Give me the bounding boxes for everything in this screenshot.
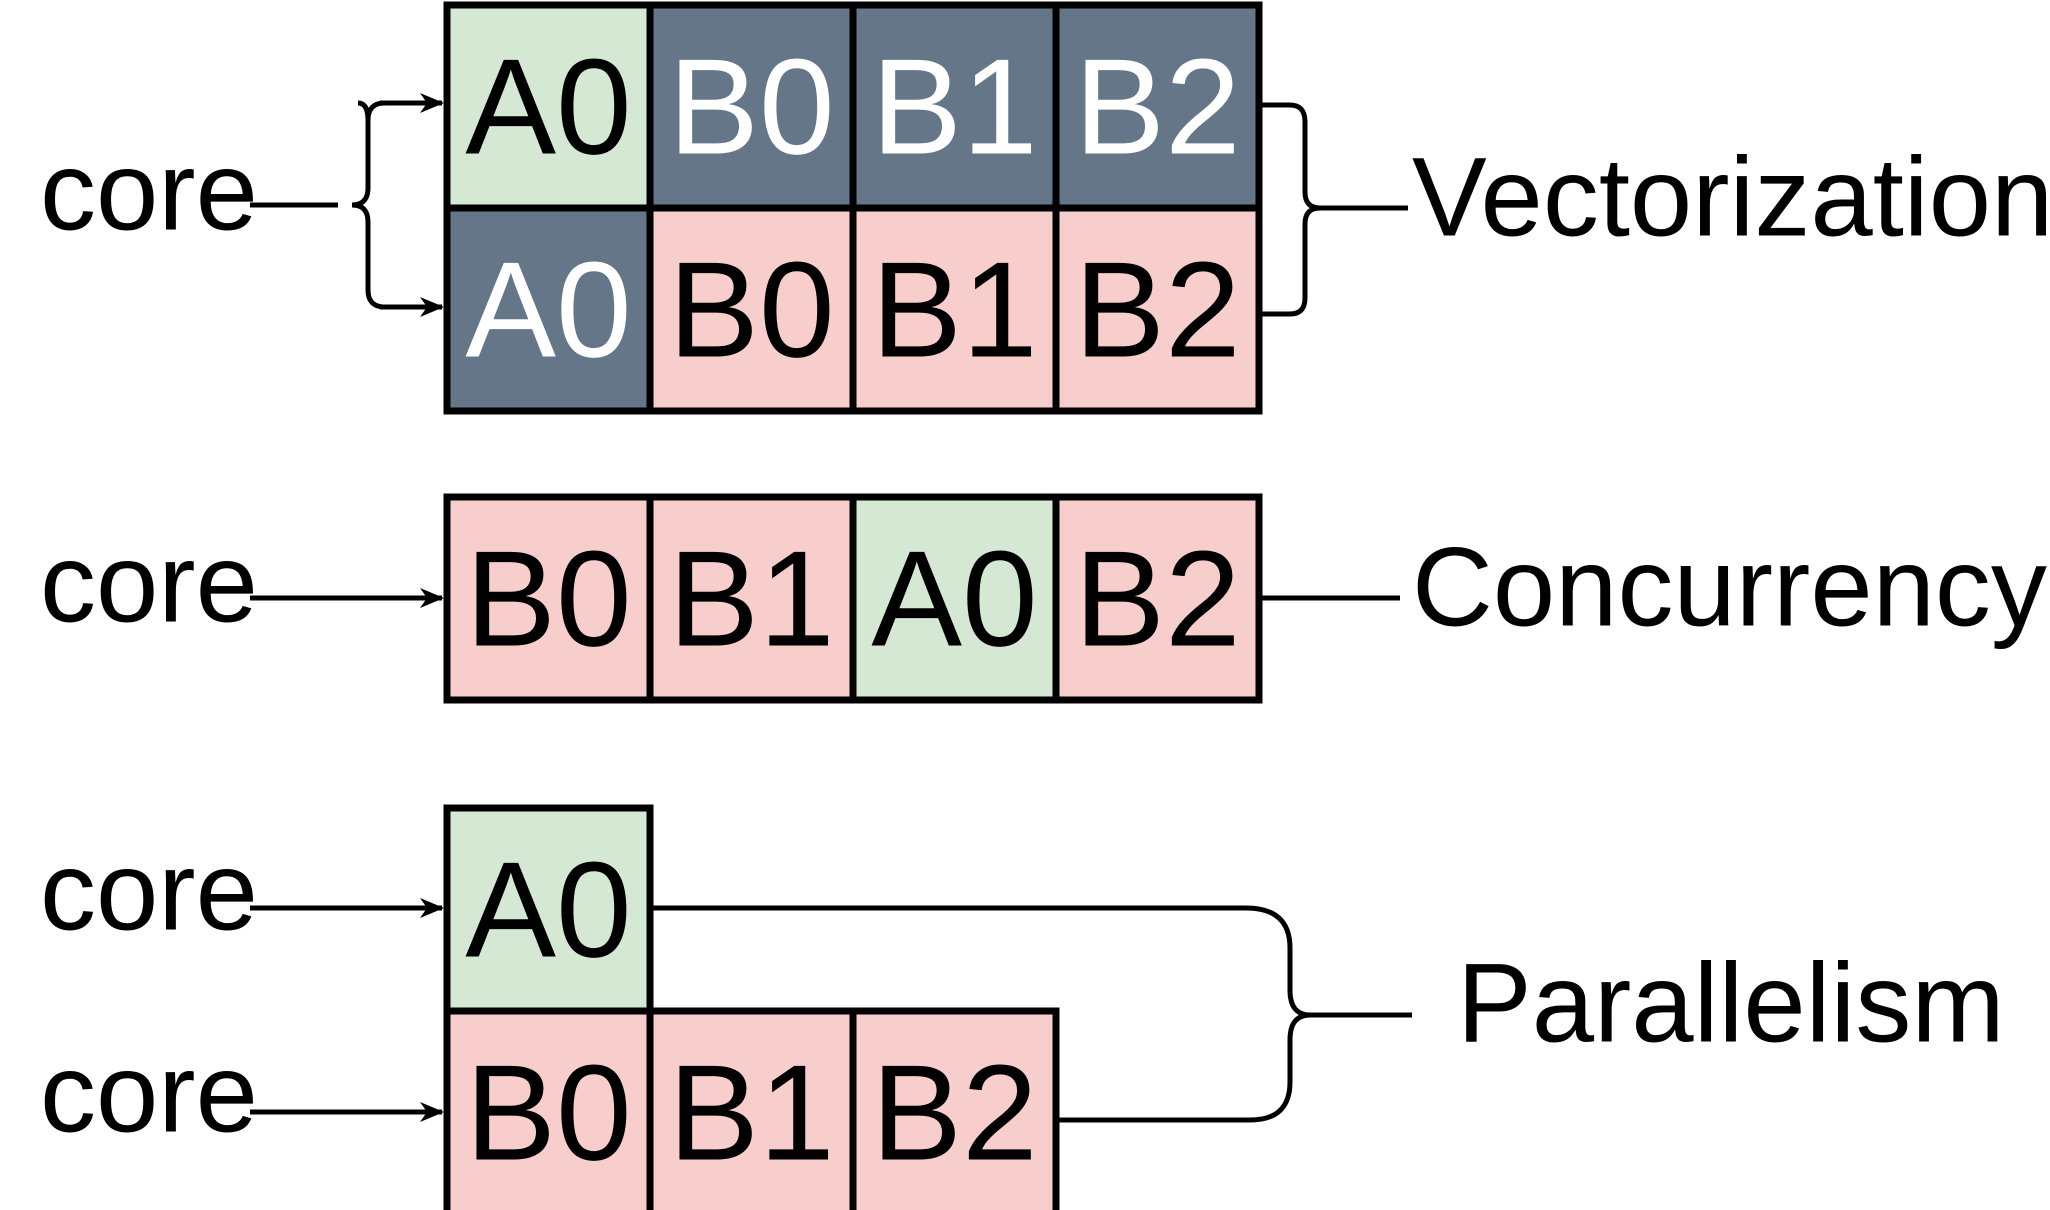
task-cell-label: B0 [668,31,834,183]
task-cell-box [1052,204,1263,415]
task-cell: B2 [1052,493,1263,704]
task-cell-label: A0 [465,234,631,386]
task-cell-box [646,1007,857,1210]
task-cell: B1 [646,493,857,704]
parallelism-brace [650,905,1412,1123]
task-cell-label: A0 [465,834,631,986]
task-cell-box [849,1,1060,212]
vectorization-brace [1258,102,1408,317]
task-cell-box [646,493,857,704]
task-cell: B0 [646,204,857,415]
task-cell: A0 [849,493,1060,704]
core-split-connector [250,100,386,310]
core-label: core [40,521,258,646]
vectorization-label: Vectorization [1412,135,2050,260]
task-cell-label: A0 [465,31,631,183]
task-cell-label: B2 [1074,523,1240,675]
task-cell-box [849,493,1060,704]
task-cell: A0 [443,1,654,212]
parallelism-label: Parallelism [1457,941,2005,1066]
core-label: core [40,1031,258,1156]
task-cell: B1 [646,1007,857,1210]
task-cell: B2 [1052,204,1263,415]
task-cell: B1 [849,1,1060,212]
task-cell-label: B2 [1074,234,1240,386]
task-cell: B2 [849,1007,1060,1210]
task-cell-box [849,1007,1060,1210]
task-cell-label: B0 [465,523,631,675]
task-cell-box [849,204,1060,415]
core-label: core [40,829,258,954]
task-cell: B2 [1052,1,1263,212]
task-cell-box [646,204,857,415]
task-cell-label: B1 [668,1037,834,1189]
task-cell: B0 [646,1,857,212]
task-cell: A0 [443,204,654,415]
task-cell-box [1052,1,1263,212]
task-cell: B0 [443,1007,654,1210]
task-cell-label: B2 [1074,31,1240,183]
task-cell-label: B1 [871,31,1037,183]
task-cell-label: B0 [668,234,834,386]
task-cell-label: A0 [871,523,1037,675]
task-cell-label: B1 [871,234,1037,386]
task-cell-box [1052,493,1263,704]
task-cell-label: B2 [871,1037,1037,1189]
task-cell: B1 [849,204,1060,415]
task-cell: A0 [443,804,654,1015]
core-label: core [40,129,258,254]
task-cell-label: B1 [668,523,834,675]
task-cell: B0 [443,493,654,704]
task-cell-box [443,804,654,1015]
task-cell-box [443,1007,654,1210]
concurrency-label: Concurrency [1412,525,2047,650]
task-cell-label: B0 [465,1037,631,1189]
